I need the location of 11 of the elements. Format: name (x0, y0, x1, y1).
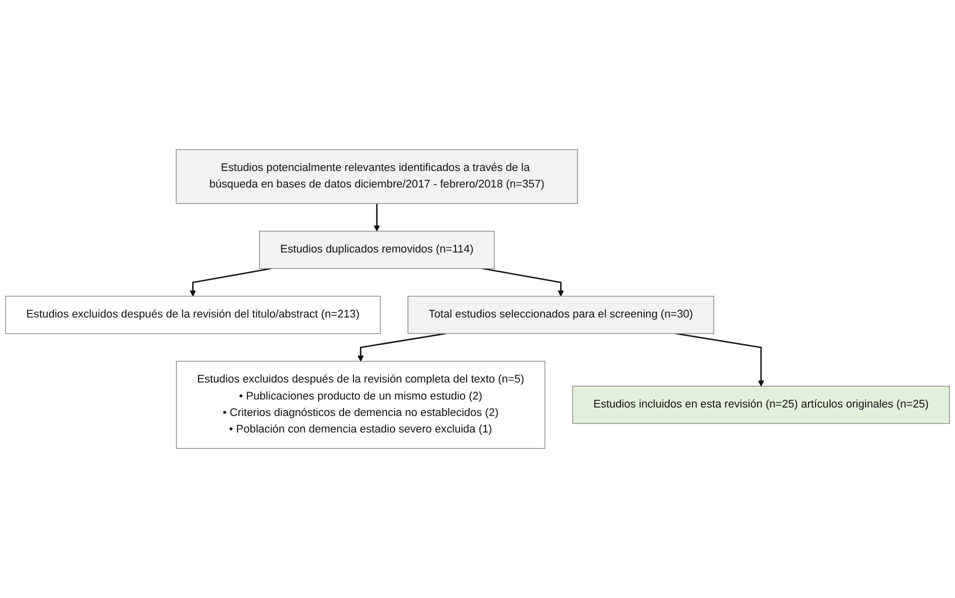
arrow (190, 268, 272, 296)
node-box: Estudios excluidos después de la revisión completa del texto (n=5) • Publicaciones producto de un mismo estudio (2) • Criterios diagnósticos de demencia no establecidos (2) • Población con demencia estadio severo excluida (1) (176, 360, 546, 449)
node-box: Estudios excluidos después de la revisión del titulo/abstract (n=213) (5, 296, 381, 334)
arrow (374, 204, 380, 232)
arrow (482, 268, 564, 296)
node-box: Estudios potencialmente relevantes identificados a través de la búsqueda en bases de datos diciembre/2017 - febrero/2018 (n=357) (176, 149, 578, 204)
arrow (676, 332, 764, 386)
node-box: Total estudios seleccionados para el screening (n=30) (408, 296, 714, 334)
node-box: Estudios incluidos en esta revisión (n=25) artículos originales (n=25) (572, 386, 950, 424)
arrow (358, 332, 446, 362)
node-box: Estudios duplicados removidos (n=114) (259, 230, 495, 269)
